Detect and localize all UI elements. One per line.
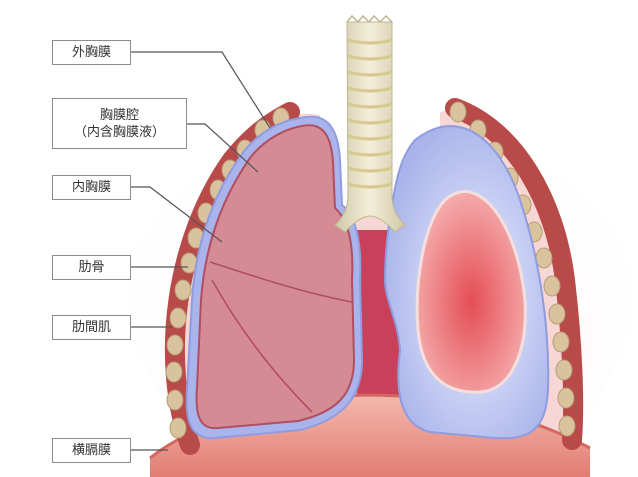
trachea-ring xyxy=(347,38,393,45)
rib xyxy=(535,247,553,269)
leader-inner-pleura xyxy=(130,186,223,243)
label-rib: 肋骨 xyxy=(52,255,131,280)
rib xyxy=(552,331,570,353)
left-lung-fissure xyxy=(211,279,313,413)
rib xyxy=(555,359,573,381)
label-pleural-cavity-note: （内含胸膜液） xyxy=(73,124,165,140)
rib xyxy=(165,361,183,383)
leader-lines xyxy=(130,51,271,451)
collapsed-right-lung xyxy=(415,190,527,394)
rib xyxy=(557,387,575,409)
leader-pleural-cavity xyxy=(187,123,259,173)
trachea-ring xyxy=(347,70,393,77)
rib xyxy=(166,389,184,411)
leader-outer-pleura xyxy=(130,51,271,129)
trachea-ring xyxy=(347,86,393,93)
label-pleural-cavity: 胸膜腔 （内含胸膜液） xyxy=(52,98,187,149)
label-diaphragm: 横膈膜 xyxy=(52,438,131,463)
trachea-ring xyxy=(347,182,393,189)
trachea-ring xyxy=(347,166,393,173)
label-outer-pleura: 外胸膜 xyxy=(52,40,131,65)
left-lung xyxy=(195,124,356,430)
rib xyxy=(449,101,467,123)
trachea-top xyxy=(346,14,393,24)
trachea xyxy=(334,14,406,233)
rib xyxy=(166,334,184,356)
rib xyxy=(169,307,187,329)
rib xyxy=(543,275,561,297)
trachea-ring xyxy=(347,102,393,109)
rib xyxy=(548,303,566,325)
label-intercostal-muscle: 肋間肌 xyxy=(52,315,131,340)
left-lung-fissure xyxy=(209,261,353,303)
label-inner-pleura: 内胸膜 xyxy=(52,175,131,200)
trachea-ring xyxy=(347,134,393,141)
rib xyxy=(169,417,187,439)
label-pleural-cavity-title: 胸膜腔 xyxy=(99,107,139,123)
rib xyxy=(558,415,576,437)
trachea-ring xyxy=(347,54,393,61)
rib xyxy=(174,279,192,301)
trachea-ring xyxy=(347,118,393,125)
trachea-ring xyxy=(347,150,393,157)
